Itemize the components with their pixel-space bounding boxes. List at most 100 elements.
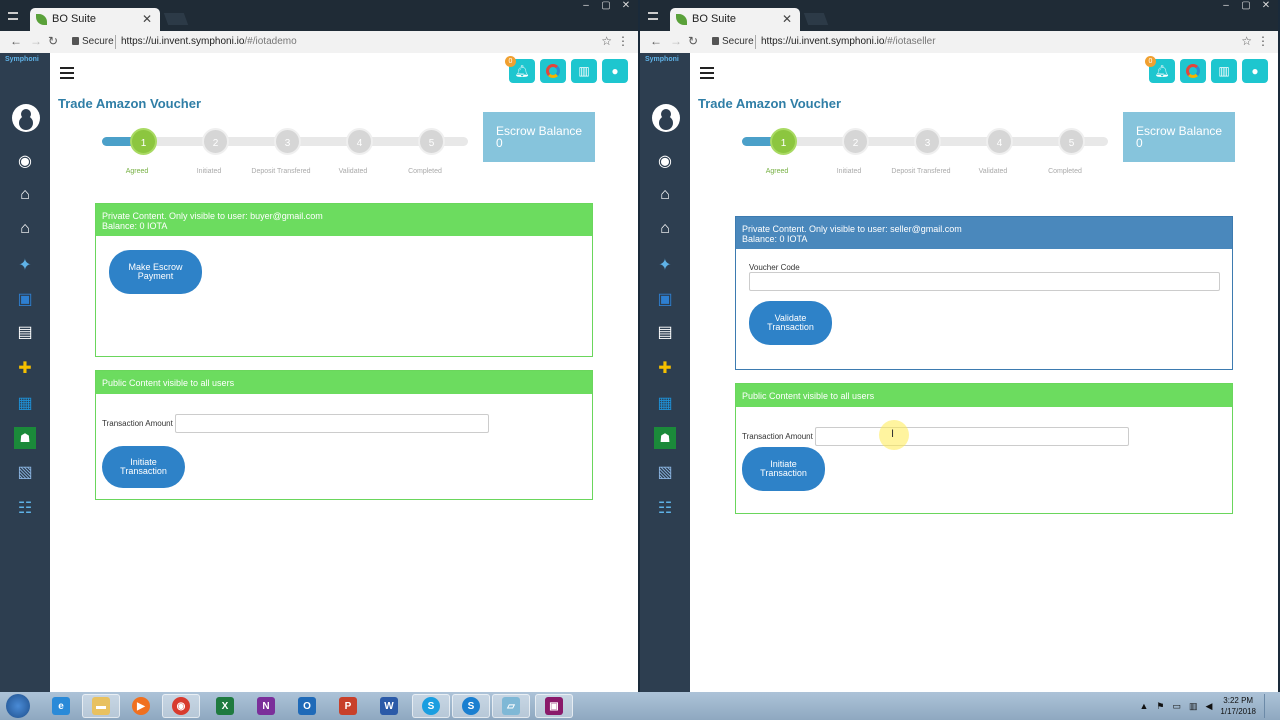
document-icon[interactable]: ▤ [657,324,673,341]
start-button[interactable] [6,694,30,718]
new-tab-button[interactable] [803,13,829,25]
excel-icon: X [216,697,234,715]
app-store-icon[interactable]: ✦ [658,257,672,274]
back-icon[interactable]: ← [10,34,22,48]
app-store-icon[interactable]: ✦ [18,257,32,274]
walk-icon[interactable]: ☗ [654,427,676,449]
gallery-icon[interactable]: ▧ [17,464,33,481]
taskbar-media[interactable]: ▶ [122,694,160,718]
home-alt-icon[interactable]: ⌂ [660,220,670,237]
close-window-icon[interactable]: ✕ [1261,0,1271,11]
close-window-icon[interactable]: ✕ [621,0,631,11]
home-icon[interactable]: ⌂ [660,186,670,203]
forward-icon[interactable]: → [30,34,42,48]
network-icon[interactable]: ▥ [1188,700,1198,711]
taskbar-excel[interactable]: X [206,694,244,718]
window-menu-icon[interactable] [648,12,658,20]
network-icon[interactable]: ☷ [17,500,33,517]
maximize-icon[interactable]: ▢ [1241,0,1251,11]
puzzle-icon[interactable]: ✚ [658,360,672,377]
hamburger-menu-icon[interactable] [700,67,714,79]
book-button[interactable]: ▥ [1211,59,1237,83]
notifications-button[interactable]: 0 🔔︎ [1145,56,1175,83]
escrow-label: Escrow Balance [1136,124,1223,138]
minimize-icon[interactable]: – [583,0,589,11]
outlook-icon[interactable]: ▣ [17,291,33,308]
taskbar-chrome[interactable]: ◉ [162,694,200,718]
user-avatar-icon[interactable] [12,104,40,132]
hamburger-menu-icon[interactable] [60,67,74,79]
new-tab-button[interactable] [163,13,189,25]
close-tab-icon[interactable]: ✕ [781,12,792,26]
taskbar-word[interactable]: W [370,694,408,718]
validate-transaction-button[interactable]: Validate Transaction [749,301,832,345]
minimize-icon[interactable]: – [1223,0,1229,11]
gallery-icon[interactable]: ▧ [657,464,673,481]
taskbar-powerpoint[interactable]: P [329,694,367,718]
taskbar-ie[interactable]: e [42,694,80,718]
bookmark-star-icon[interactable]: ☆ [1241,34,1252,48]
taskbar-app[interactable]: ▱ [492,694,530,718]
chrome-icon[interactable]: ◉ [658,153,672,170]
outlook-icon[interactable]: ▣ [657,291,673,308]
voucher-code-input[interactable] [749,272,1220,291]
taskbar-onenote[interactable]: N [247,694,285,718]
taskbar-teams[interactable]: ▣ [535,694,573,718]
taskbar-skype[interactable]: S [412,694,450,718]
outlook-icon: O [298,697,316,715]
chip-icon[interactable]: ▦ [657,395,673,412]
tray-arrow-icon[interactable]: ▲ [1139,701,1149,711]
divider [755,35,756,49]
book-button[interactable]: ▥ [571,59,597,83]
browser-tab[interactable]: BO Suite ✕ [30,8,160,31]
make-escrow-payment-button[interactable]: Make Escrow Payment [109,250,202,294]
transaction-amount-label: Transaction Amount [102,419,173,428]
app-logo-button[interactable] [1180,59,1206,83]
user-avatar-icon[interactable] [652,104,680,132]
chrome-icon: ◉ [172,697,190,715]
taskbar-skype-business[interactable]: S [452,694,490,718]
powerpoint-icon: P [339,697,357,715]
home-alt-icon[interactable]: ⌂ [20,220,30,237]
initiate-transaction-button[interactable]: Initiate Transaction [742,447,825,491]
reload-icon[interactable]: ↻ [688,34,699,48]
notifications-button[interactable]: 0 🔔︎ [505,56,535,83]
taskbar: e ▬ ▶ ◉ X N O P W S S ▱ ▣ ▲ ⚑ ▭ ▥ ◀ 3:22… [0,692,1280,720]
address-bar[interactable]: https://ui.invent.symphoni.io/#/iotasell… [761,36,936,47]
transaction-amount-input[interactable] [175,414,489,433]
document-icon[interactable]: ▤ [17,324,33,341]
initiate-transaction-button[interactable]: Initiate Transaction [102,446,185,488]
window-menu-icon[interactable] [8,12,18,20]
browser-menu-icon[interactable]: ⋮ [617,34,629,48]
flag-icon[interactable]: ⚑ [1156,700,1165,711]
maximize-icon[interactable]: ▢ [601,0,611,11]
chip-icon[interactable]: ▦ [17,395,33,412]
browser-tab[interactable]: BO Suite ✕ [670,8,800,31]
browser-menu-icon[interactable]: ⋮ [1257,34,1269,48]
volume-icon[interactable]: ◀ [1205,700,1213,711]
monitor-icon[interactable]: ▭ [1172,700,1181,711]
forward-icon[interactable]: → [670,34,682,48]
home-icon[interactable]: ⌂ [20,186,30,203]
stepper-progress [742,137,782,146]
profile-button[interactable]: ● [602,59,628,83]
app-logo-button[interactable] [540,59,566,83]
puzzle-icon[interactable]: ✚ [18,360,32,377]
chrome-icon[interactable]: ◉ [18,153,32,170]
address-bar[interactable]: https://ui.invent.symphoni.io/#/iotademo [121,36,297,47]
reload-icon[interactable]: ↻ [48,34,59,48]
show-desktop-button[interactable] [1264,694,1272,718]
back-icon[interactable]: ← [650,34,662,48]
bookmark-star-icon[interactable]: ☆ [601,34,612,48]
close-tab-icon[interactable]: ✕ [141,12,152,26]
taskbar-outlook[interactable]: O [288,694,326,718]
network-icon[interactable]: ☷ [657,500,673,517]
clock[interactable]: 3:22 PM 1/17/2018 [1220,695,1256,717]
taskbar-explorer[interactable]: ▬ [82,694,120,718]
transaction-amount-input[interactable] [815,427,1129,446]
mouse-cursor-highlight [879,420,909,450]
browser-window-buyer: BO Suite ✕ – ▢ ✕ ← → ↻ Secure https://ui… [0,0,638,692]
walk-icon[interactable]: ☗ [14,427,36,449]
profile-button[interactable]: ● [1242,59,1268,83]
